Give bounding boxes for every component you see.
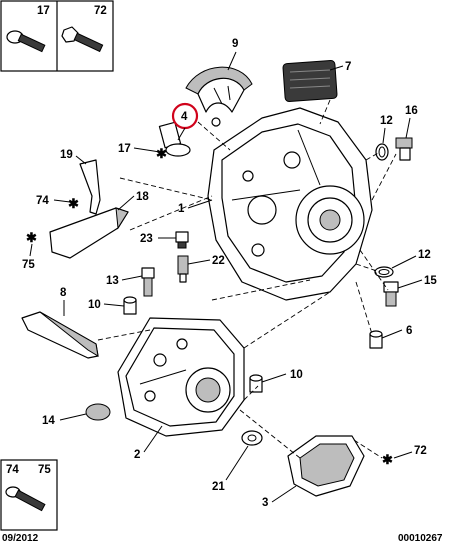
callout-9: 9 [232, 38, 238, 50]
callout-14: 14 [42, 415, 55, 427]
part-10-bushing-lower [249, 374, 263, 393]
fastener-72-marker-icon: ✱ [382, 452, 393, 467]
part-9-release-fork [185, 66, 253, 127]
callout-4: 4 [181, 111, 188, 123]
callout-16: 16 [405, 105, 418, 117]
part-12-seal-upper [375, 143, 389, 161]
callout-13: 13 [106, 275, 119, 287]
part-22-switch [177, 255, 189, 283]
fastener-17-label: 17 [37, 5, 50, 17]
part-7-cap [282, 60, 338, 102]
callout-21: 21 [212, 481, 225, 493]
part-21-washer [241, 430, 263, 446]
part-15-filler-plug [383, 281, 399, 307]
fastener-box-bottom: 74 75 [0, 459, 58, 531]
callout-72: 72 [414, 445, 427, 457]
part-8-guide [21, 311, 99, 359]
callout-22: 22 [212, 255, 225, 267]
callout-75: 75 [22, 259, 35, 271]
part-4-guide-tube [158, 121, 191, 157]
part-14-cap [85, 403, 111, 421]
bolt-17-icon [6, 30, 46, 53]
callout-74: 74 [36, 195, 49, 207]
callout-12-lower: 12 [418, 249, 431, 261]
fastener-box-top: 17 72 [0, 0, 114, 72]
part-3-end-cover [287, 435, 365, 497]
part-23-sensor [175, 231, 189, 249]
part-2-gearbox-casing [117, 317, 245, 437]
fastener-74-marker-icon: ✱ [68, 196, 79, 211]
callout-3: 3 [262, 497, 268, 509]
footer-date: 09/2012 [2, 533, 39, 544]
part-16-drain-plug [395, 137, 413, 161]
callout-10-upper: 10 [88, 299, 101, 311]
part-18-shield [49, 207, 129, 259]
fastener-75-marker-icon: ✱ [26, 230, 37, 245]
part-13-speed-sensor [141, 267, 155, 297]
part-10-bushing-upper [123, 296, 137, 315]
fastener-17-marker-icon: ✱ [156, 146, 167, 161]
callout-6: 6 [406, 325, 412, 337]
part-1-clutch-housing [207, 107, 373, 301]
callout-10-lower: 10 [290, 369, 303, 381]
fastener-72-label: 72 [94, 5, 107, 17]
callout-8: 8 [60, 287, 67, 299]
bolt-72-icon [61, 26, 104, 53]
assembly-dashed-lines [97, 99, 397, 459]
callout-12-upper: 12 [380, 115, 393, 127]
callout-15: 15 [424, 275, 437, 287]
part-6-plug [369, 330, 383, 349]
callout-17: 17 [118, 143, 131, 155]
callout-7: 7 [345, 61, 351, 73]
footer-ref: 00010267 [398, 533, 443, 544]
fastener-75-label: 75 [38, 464, 51, 476]
fastener-74-label: 74 [6, 464, 19, 476]
callout-19: 19 [60, 149, 73, 161]
callout-2: 2 [134, 449, 140, 461]
callout-1: 1 [178, 203, 185, 215]
part-19-bracket [79, 159, 101, 215]
callout-23: 23 [140, 233, 153, 245]
part-12-seal-lower [374, 266, 394, 278]
bolt-74-75-icon [5, 486, 46, 512]
callout-18: 18 [136, 191, 149, 203]
